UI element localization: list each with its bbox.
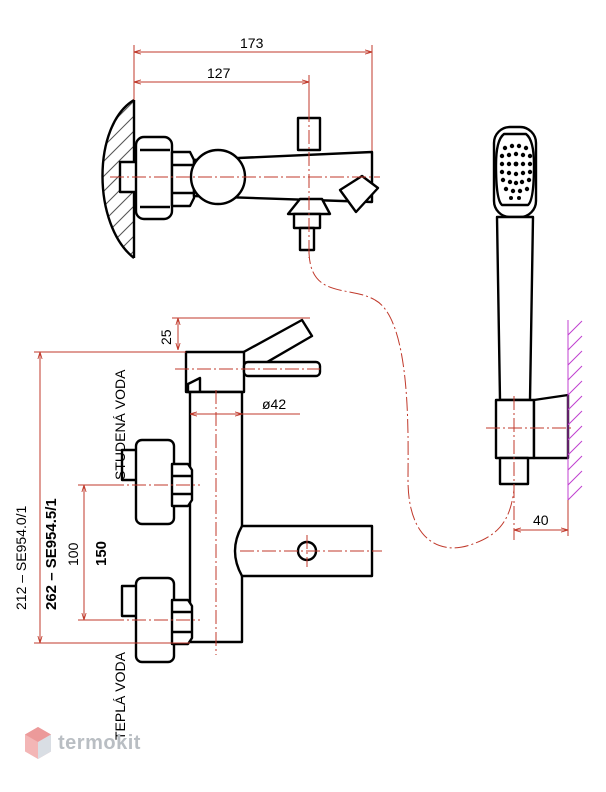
dim-212-label: 212 – SE954.0/1 [13,505,29,610]
shower-nozzles [499,143,533,200]
dim-150-label: 150 [93,541,110,566]
dim-262-label: 262 – SE954.5/1 [43,498,60,610]
dim-40-label: 40 [533,512,549,528]
top-view: 173 127 [101,35,380,259]
dim-173-label: 173 [240,35,264,51]
wall-hatch-right [567,320,583,501]
brand-logo: termokit [24,726,141,760]
brand-logo-text: termokit [58,731,141,754]
front-view: 25 ø42 [13,317,382,740]
warm-water-label: TEPLÁ VODA [112,651,128,740]
dim-127-label: 127 [207,65,231,81]
cold-water-label: STUDENÁ VODA [112,369,128,480]
hexagon-logo-icon [25,727,51,759]
dim-42-label: ø42 [262,396,286,412]
hose-path [308,249,515,549]
dim-25-label: 25 [158,329,174,345]
dim-100-label: 100 [65,542,81,566]
hand-shower: 40 [486,125,583,540]
